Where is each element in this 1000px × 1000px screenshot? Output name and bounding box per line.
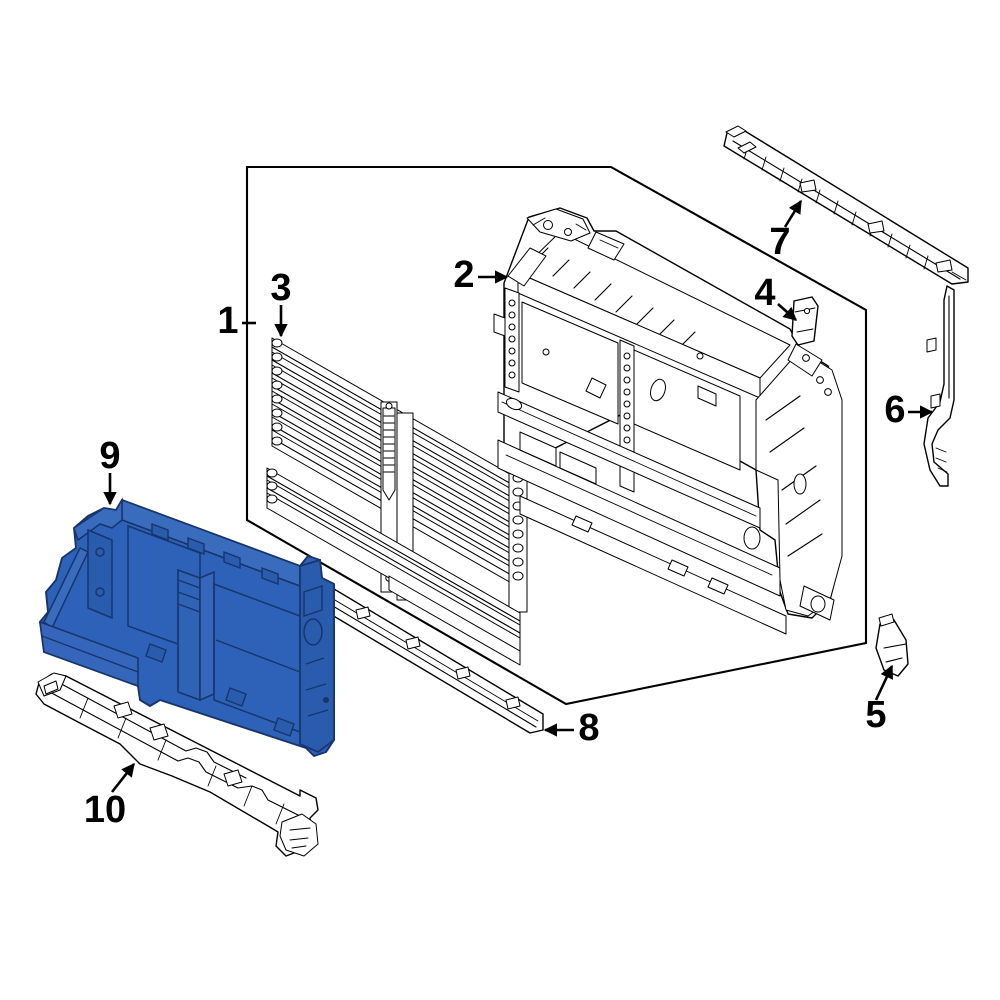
air-deflector-main [39,497,335,757]
lower-air-deflector [35,672,319,857]
side-air-deflector [923,285,955,487]
callout-label-3: 3 [270,267,291,309]
retainer-clip [791,296,819,346]
callout-8: 8 [543,707,600,749]
callout-label-10: 10 [84,789,126,831]
callout-6: 6 [884,389,934,431]
bracket-small [875,613,909,677]
callout-2: 2 [453,254,509,296]
callout-label-2: 2 [453,254,474,296]
callout-3: 3 [270,267,292,338]
callout-label-8: 8 [578,707,599,749]
upper-tie-bar-seal [723,125,969,285]
callout-label-5: 5 [865,694,886,736]
callout-label-4: 4 [754,272,775,314]
callout-7: 7 [769,199,803,263]
callout-1: 1 [217,300,256,342]
radiator-support-assembly [493,207,843,635]
active-grille-shutter [266,337,528,666]
callout-9: 9 [99,435,121,506]
assembly-group-box [245,165,868,706]
callout-layer: 1 2 3 4 5 6 7 [84,199,934,831]
callout-label-7: 7 [769,221,790,263]
callout-5: 5 [865,664,894,736]
callout-4: 4 [754,272,798,321]
callout-label-6: 6 [884,389,905,431]
callout-10: 10 [84,762,136,831]
callout-label-1: 1 [217,300,238,342]
callout-label-9: 9 [99,435,120,477]
